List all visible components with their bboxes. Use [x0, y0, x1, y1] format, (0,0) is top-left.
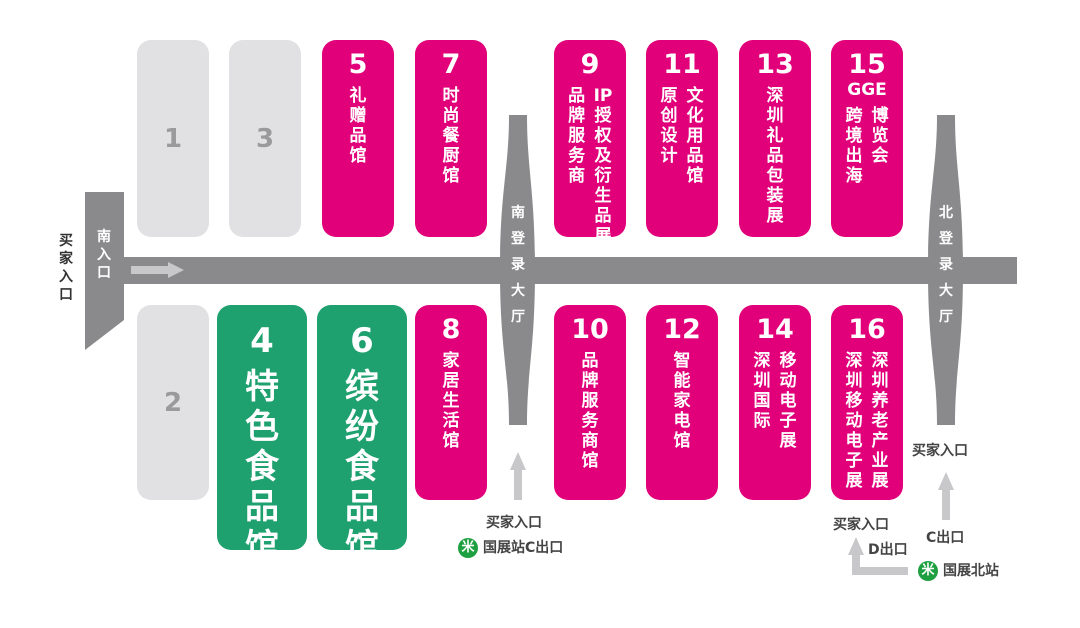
arrow-up-icon	[510, 452, 526, 500]
hall-name: 深圳移动电子展	[845, 351, 863, 491]
hall-12[interactable]: 12 智能家电馆	[646, 305, 718, 500]
hall-name: 文化用品馆	[686, 86, 704, 186]
south-entrance-label: 南入口	[97, 229, 111, 281]
hall-number: 8	[441, 314, 461, 345]
hall-number: 11	[663, 49, 701, 80]
arrow-bend-icon	[848, 537, 908, 575]
hall-name: 原创设计	[660, 86, 678, 166]
hall-name: 授权及衍生品展	[594, 106, 612, 246]
hall-number: 9	[580, 49, 600, 80]
metro-south-exit: 米国展站C出口	[458, 537, 563, 558]
hall-number: 1	[163, 123, 183, 154]
hall-number: 4	[250, 321, 274, 361]
hall-number: 15	[848, 49, 886, 80]
metro-logo-icon: 米	[458, 538, 478, 558]
hall-number: 10	[571, 314, 609, 345]
hall-name: 礼赠品馆	[349, 86, 367, 166]
hall-name: 智能家电馆	[673, 351, 691, 451]
south-hall-label: 南登录大厅	[511, 205, 525, 325]
buyer-entrance-south: 买家入口	[486, 515, 542, 531]
hall-8[interactable]: 8 家居生活馆	[415, 305, 487, 500]
hall-name: 缤纷食品馆	[345, 367, 379, 567]
hall-7[interactable]: 7 时尚餐厨馆	[415, 40, 487, 237]
hall-number: 13	[756, 49, 794, 80]
metro-north-label: 国展北站	[943, 563, 999, 579]
south-entrance-block	[85, 192, 124, 350]
buyer-entrance-label: 买家入口	[59, 233, 73, 303]
hall-13[interactable]: 13 深圳礼品包装展	[739, 40, 811, 237]
hall-2[interactable]: 2	[137, 305, 209, 500]
hall-name-head: GGE	[847, 80, 887, 100]
hall-name: 深圳礼品包装展	[766, 86, 784, 226]
hall-name: 特色食品馆	[245, 367, 279, 567]
main-corridor	[120, 257, 1017, 284]
hall-10[interactable]: 10 品牌服务商馆	[554, 305, 626, 500]
hall-name: 深圳养老产业展	[871, 351, 889, 491]
buyer-entrance-d: 买家入口	[833, 517, 889, 533]
entrance-arrow	[131, 262, 184, 278]
hall-number: 7	[441, 49, 461, 80]
hall-name: 时尚餐厨馆	[442, 86, 460, 186]
north-hall-label: 北登录大厅	[939, 205, 953, 325]
hall-6[interactable]: 6 缤纷食品馆	[317, 305, 407, 567]
hall-number: 16	[848, 314, 886, 345]
hall-1[interactable]: 1	[137, 40, 209, 237]
hall-number: 3	[255, 123, 275, 154]
north-hall-shape	[928, 115, 963, 425]
arrow-up-icon	[938, 472, 954, 520]
hall-name: 移动电子展	[779, 351, 797, 451]
exit-c-label: C出口	[926, 530, 965, 546]
metro-logo-icon: 米	[918, 561, 938, 581]
metro-south-label: 国展站C出口	[483, 540, 564, 556]
hall-name: 品牌服务商馆	[581, 351, 599, 471]
hall-number: 12	[663, 314, 701, 345]
hall-16[interactable]: 16 深圳移动电子展深圳养老产业展	[831, 305, 903, 500]
hall-number: 14	[756, 314, 794, 345]
buyer-entrance-north: 买家入口	[912, 443, 968, 459]
exit-d-label: D出口	[868, 542, 908, 558]
hall-name: 跨境出海	[845, 106, 863, 186]
hall-name-prefix: IP	[593, 86, 613, 106]
hall-number: 2	[163, 387, 183, 418]
hall-5[interactable]: 5 礼赠品馆	[322, 40, 394, 237]
hall-name: 博览会	[871, 106, 889, 166]
hall-4[interactable]: 4 特色食品馆	[217, 305, 307, 567]
hall-number: 5	[348, 49, 368, 80]
hall-name: 深圳国际	[753, 351, 771, 431]
hall-3[interactable]: 3	[229, 40, 301, 237]
hall-number: 6	[350, 321, 374, 361]
hall-11[interactable]: 11 原创设计文化用品馆	[646, 40, 718, 237]
hall-name: 家居生活馆	[442, 351, 460, 451]
metro-north-station: 米国展北站	[918, 560, 999, 581]
hall-name: 品牌服务商	[568, 86, 586, 186]
hall-14[interactable]: 14 深圳国际移动电子展	[739, 305, 811, 500]
south-hall-shape	[500, 115, 535, 425]
